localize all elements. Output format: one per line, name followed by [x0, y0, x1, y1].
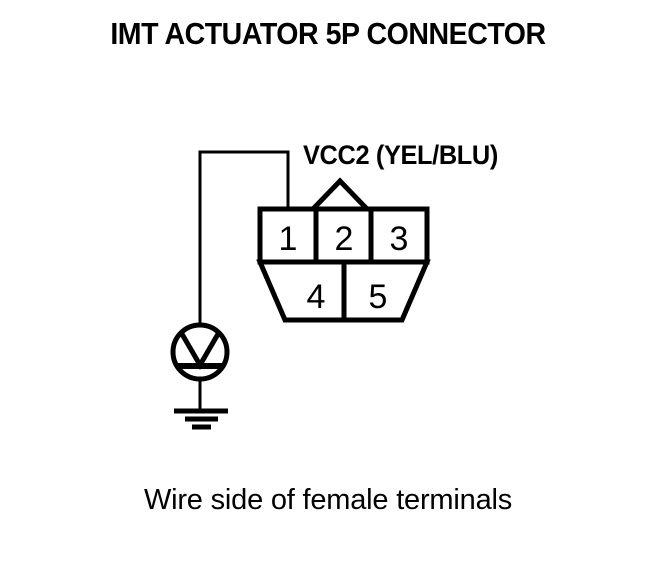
voltmeter-circle — [170, 322, 230, 382]
connector-locking-tab — [311, 177, 369, 211]
pin-number-1: 1 — [279, 220, 298, 258]
voltmeter-symbol — [170, 322, 230, 382]
pin-number-3: 3 — [390, 220, 409, 258]
pin-number-4: 4 — [307, 278, 326, 316]
pin-number-5: 5 — [369, 278, 388, 316]
pin-number-2: 2 — [335, 220, 354, 258]
diagram-caption: Wire side of female terminals — [143, 484, 513, 516]
test-lead-wire — [198, 150, 290, 326]
wire-label: VCC2 (YEL/BLU) — [303, 140, 498, 170]
voltmeter-v-glyph — [179, 332, 221, 370]
page-title: IMT ACTUATOR 5P CONNECTOR — [110, 16, 546, 51]
ground-symbol — [174, 379, 228, 430]
connector-body: 1 2 3 4 5 — [256, 177, 431, 323]
